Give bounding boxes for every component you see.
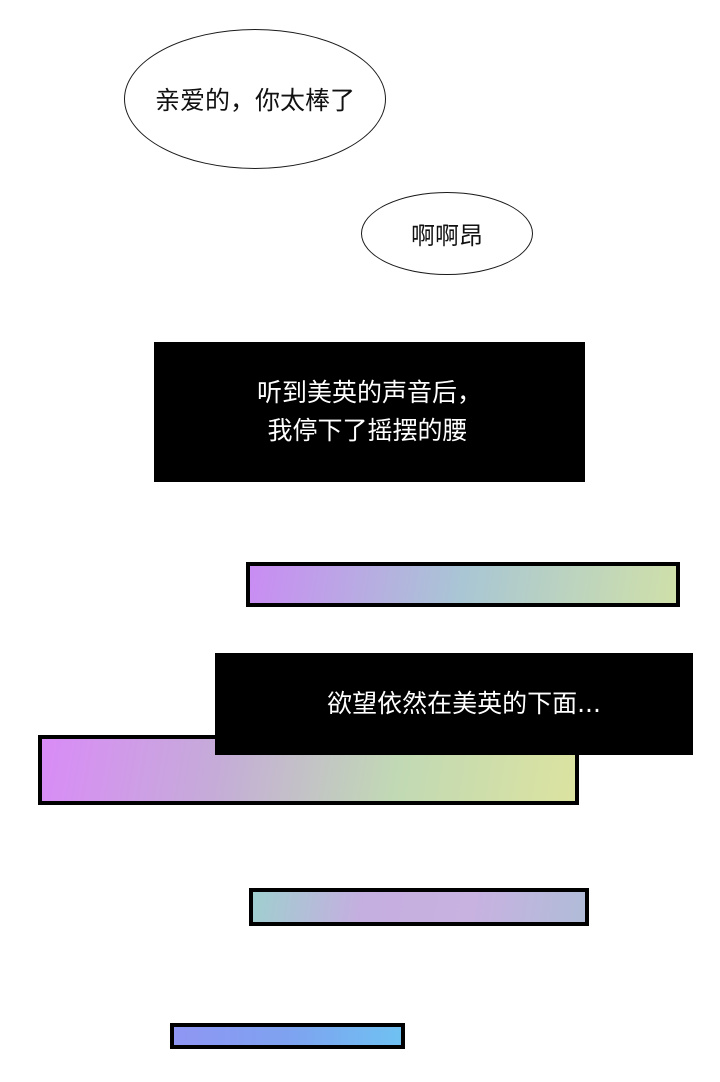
speech-bubble-2-text: 啊啊昂 bbox=[411, 222, 483, 250]
narration-box-1-line-1: 听到美英的声音后， bbox=[256, 378, 482, 407]
narration-box-1: 听到美英的声音后， 我停下了摇摆的腰 bbox=[154, 342, 585, 482]
narration-box-2-line-1: 欲望依然在美英的下面... bbox=[327, 689, 601, 718]
narration-box-1-line-2: 我停下了摇摆的腰 bbox=[267, 416, 468, 445]
narration-box-2: 欲望依然在美英的下面... bbox=[215, 653, 693, 755]
gradient-bar-4 bbox=[170, 1023, 405, 1049]
speech-bubble-1-text: 亲爱的，你太棒了 bbox=[154, 86, 355, 115]
speech-bubble-1: 亲爱的，你太棒了 bbox=[124, 29, 386, 169]
gradient-bar-3 bbox=[249, 888, 589, 926]
speech-bubble-2: 啊啊昂 bbox=[361, 192, 533, 275]
gradient-bar-1 bbox=[246, 562, 680, 607]
